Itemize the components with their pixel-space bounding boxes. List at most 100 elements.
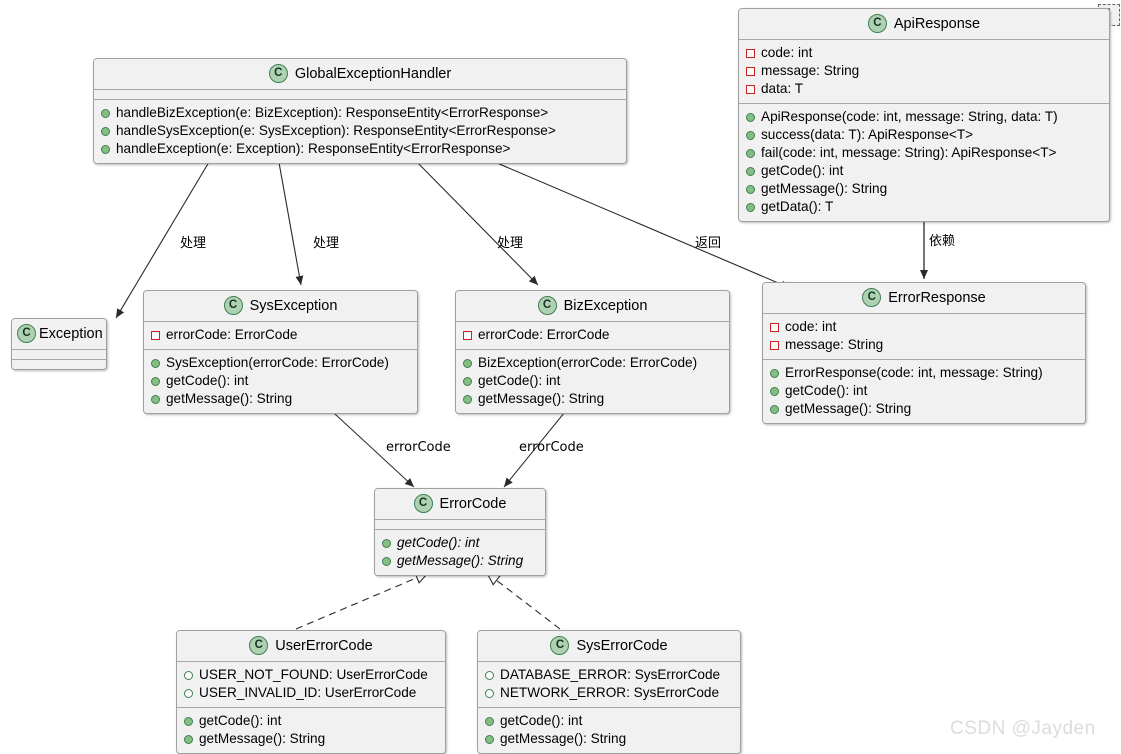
public-method-icon: [746, 148, 755, 158]
method-row: ErrorResponse(code: int, message: String…: [770, 364, 1078, 382]
fields-compartment: code: int message: String data: T: [739, 39, 1109, 103]
public-method-icon: [151, 358, 160, 368]
class-name: SysErrorCode: [576, 637, 668, 654]
method-row: getCode(): int: [184, 712, 438, 730]
fields-compartment: USER_NOT_FOUND: UserErrorCode USER_INVAL…: [177, 661, 445, 707]
public-method-icon: [382, 538, 391, 548]
field-row: message: String: [770, 336, 1078, 354]
private-field-icon: [770, 322, 779, 332]
class-box-errorresponse[interactable]: C ErrorResponse code: int message: Strin…: [762, 282, 1086, 424]
public-method-icon: [770, 386, 779, 396]
class-box-bizexception[interactable]: C BizException errorCode: ErrorCode BizE…: [455, 290, 730, 414]
method-row: getCode(): int: [463, 372, 722, 390]
class-icon: C: [17, 324, 36, 343]
class-name: ErrorCode: [439, 495, 507, 512]
method-row: getMessage(): String: [382, 552, 538, 570]
class-icon: C: [249, 636, 269, 655]
fields-compartment: errorCode: ErrorCode: [456, 321, 729, 349]
class-icon: C: [867, 14, 887, 33]
public-method-icon: [184, 716, 193, 726]
class-title: C ErrorResponse: [763, 283, 1085, 313]
class-name: BizException: [563, 297, 648, 314]
method-row: ApiResponse(code: int, message: String, …: [746, 108, 1102, 126]
field-row: errorCode: ErrorCode: [151, 326, 410, 344]
class-name: ApiResponse: [893, 15, 981, 32]
edge-usererrorcode-errorcode: [295, 572, 430, 630]
method-row: handleException(e: Exception): ResponseE…: [101, 140, 619, 158]
edge-label-handle-1: 处理: [180, 236, 207, 251]
method-row: getMessage(): String: [151, 390, 410, 408]
edge-label-handle-2: 处理: [313, 236, 340, 251]
class-icon: C: [537, 296, 557, 315]
class-title: C SysException: [144, 291, 417, 321]
method-row: success(data: T): ApiResponse<T>: [746, 126, 1102, 144]
field-row: data: T: [746, 80, 1102, 98]
class-box-apiresponse[interactable]: C ApiResponse code: int message: String …: [738, 8, 1110, 222]
public-method-icon: [151, 376, 160, 386]
methods-compartment: getCode(): int getMessage(): String: [177, 707, 445, 753]
field-row: USER_INVALID_ID: UserErrorCode: [184, 684, 438, 702]
class-title: C SysErrorCode: [478, 631, 740, 661]
private-field-icon: [746, 84, 755, 94]
class-box-exception[interactable]: C Exception: [11, 318, 107, 370]
class-box-syserrorcode[interactable]: C SysErrorCode DATABASE_ERROR: SysErrorC…: [477, 630, 741, 754]
private-field-icon: [770, 340, 779, 350]
class-box-errorcode[interactable]: C ErrorCode getCode(): int getMessage():…: [374, 488, 546, 576]
public-method-icon: [746, 166, 755, 176]
private-field-icon: [746, 66, 755, 76]
class-title: C UserErrorCode: [177, 631, 445, 661]
public-method-icon: [463, 376, 472, 386]
methods-compartment: getCode(): int getMessage(): String: [375, 529, 545, 575]
class-title: C BizException: [456, 291, 729, 321]
field-row: code: int: [770, 318, 1078, 336]
public-method-icon: [184, 734, 193, 744]
edge-label-dependency: 依赖: [929, 234, 956, 249]
public-method-icon: [746, 184, 755, 194]
static-field-icon: [184, 670, 193, 680]
public-method-icon: [151, 394, 160, 404]
methods-compartment: handleBizException(e: BizException): Res…: [94, 99, 626, 163]
private-field-icon: [151, 330, 160, 340]
class-title: C ApiResponse: [739, 9, 1109, 39]
class-icon: C: [223, 296, 243, 315]
method-row: getMessage(): String: [485, 730, 733, 748]
fields-compartment: [94, 89, 626, 99]
fields-compartment: code: int message: String: [763, 313, 1085, 359]
methods-compartment: BizException(errorCode: ErrorCode) getCo…: [456, 349, 729, 413]
public-method-icon: [101, 126, 110, 136]
class-box-sysexception[interactable]: C SysException errorCode: ErrorCode SysE…: [143, 290, 418, 414]
method-row: getCode(): int: [746, 162, 1102, 180]
public-method-icon: [770, 368, 779, 378]
method-row: fail(code: int, message: String): ApiRes…: [746, 144, 1102, 162]
class-name: UserErrorCode: [275, 637, 373, 654]
fields-compartment: [375, 519, 545, 529]
field-row: message: String: [746, 62, 1102, 80]
class-title: C GlobalExceptionHandler: [94, 59, 626, 89]
class-name: ErrorResponse: [888, 289, 986, 306]
class-box-usererrorcode[interactable]: C UserErrorCode USER_NOT_FOUND: UserErro…: [176, 630, 446, 754]
methods-compartment: SysException(errorCode: ErrorCode) getCo…: [144, 349, 417, 413]
edge-syserrorcode-errorcode: [485, 572, 561, 630]
method-row: SysException(errorCode: ErrorCode): [151, 354, 410, 372]
fields-compartment: errorCode: ErrorCode: [144, 321, 417, 349]
field-row: code: int: [746, 44, 1102, 62]
public-method-icon: [463, 358, 472, 368]
class-icon: C: [550, 636, 570, 655]
class-icon: C: [862, 288, 882, 307]
field-row: DATABASE_ERROR: SysErrorCode: [485, 666, 733, 684]
methods-compartment: [12, 359, 106, 369]
static-field-icon: [485, 670, 494, 680]
class-title: C Exception: [12, 319, 106, 349]
public-method-icon: [101, 144, 110, 154]
method-row: getMessage(): String: [184, 730, 438, 748]
method-row: getMessage(): String: [770, 400, 1078, 418]
method-row: getCode(): int: [382, 534, 538, 552]
edge-handler-bizexception: [411, 156, 539, 286]
class-name: GlobalExceptionHandler: [294, 65, 452, 82]
method-row: getCode(): int: [770, 382, 1078, 400]
static-field-icon: [184, 688, 193, 698]
methods-compartment: getCode(): int getMessage(): String: [478, 707, 740, 753]
method-row: handleSysException(e: SysException): Res…: [101, 122, 619, 140]
class-box-globalexceptionhandler[interactable]: C GlobalExceptionHandler handleBizExcept…: [93, 58, 627, 164]
